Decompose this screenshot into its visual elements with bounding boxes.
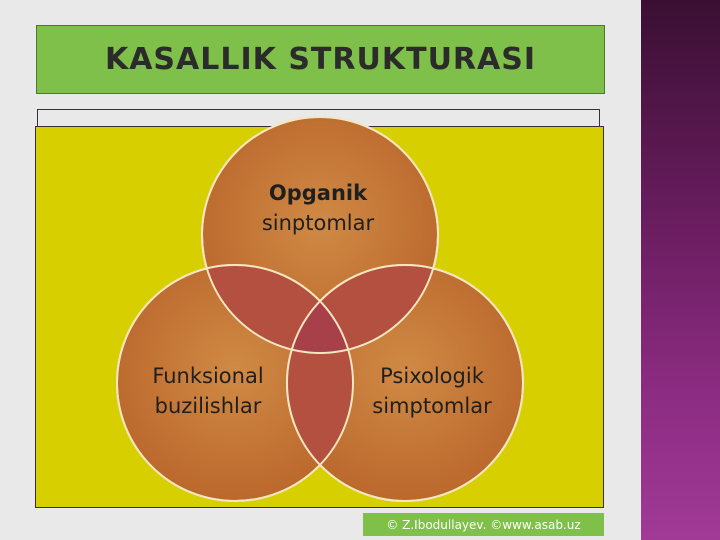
slide-title: KASALLIK STRUKTURASI bbox=[104, 42, 537, 77]
overlap-top-right bbox=[287, 265, 438, 353]
circle-left-label-line2: buzilishlar bbox=[155, 394, 262, 418]
copyright-footer: © Z.Ibodullayev. ©www.asab.uz bbox=[363, 513, 604, 536]
overlap-top-left bbox=[202, 265, 353, 353]
circle-top-label-line2: sinptomlar bbox=[262, 211, 375, 235]
title-banner: KASALLIK STRUKTURASI bbox=[36, 25, 605, 94]
circle-left-label-line1: Funksional bbox=[152, 364, 263, 388]
circle-right-label-line2: simptomlar bbox=[372, 394, 492, 418]
circle-right-label-line1: Psixologik bbox=[380, 364, 485, 388]
circle-top-label-line1: Opganik bbox=[269, 181, 368, 205]
decorative-side-band bbox=[641, 0, 720, 540]
